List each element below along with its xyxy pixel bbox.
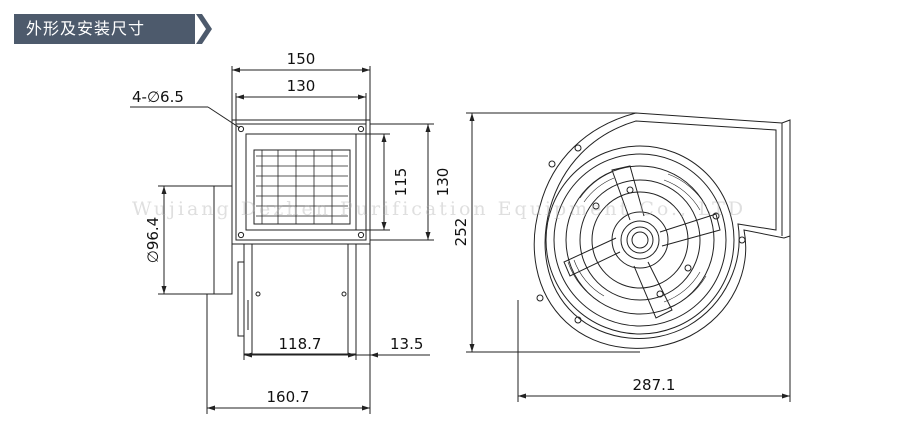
label-depth-160-7: 160.7 <box>267 388 310 406</box>
dim-13-5 <box>356 244 430 360</box>
label-height-252: 252 <box>452 218 470 247</box>
front-view <box>213 119 371 355</box>
label-width-130: 130 <box>287 77 316 95</box>
label-diameter-96-4: ∅96.4 <box>144 217 162 263</box>
dim-115 <box>356 133 390 231</box>
side-view <box>533 112 791 349</box>
dim-96-4 <box>158 185 214 295</box>
dim-150 <box>231 66 371 120</box>
label-holes: 4-∅6.5 <box>132 88 184 106</box>
label-depth-118-7: 118.7 <box>279 335 322 353</box>
holes-leader <box>130 106 241 129</box>
label-width-287-1: 287.1 <box>633 376 676 394</box>
dim-252 <box>466 112 640 353</box>
dim-130-top <box>235 93 367 124</box>
chevron-right-icon <box>196 14 212 44</box>
label-height-130: 130 <box>434 168 452 197</box>
label-width-150: 150 <box>287 50 316 68</box>
watermark: Wujiang Dezhen Purification Equipment Co… <box>132 198 747 220</box>
label-offset-13-5: 13.5 <box>390 335 423 353</box>
dim-160-7 <box>206 294 371 414</box>
dim-287-1 <box>517 236 791 402</box>
label-height-115: 115 <box>392 168 410 197</box>
dim-130-right <box>370 123 434 241</box>
arrowheads <box>161 67 790 411</box>
section-title: 外形及安装尺寸 <box>14 14 195 44</box>
